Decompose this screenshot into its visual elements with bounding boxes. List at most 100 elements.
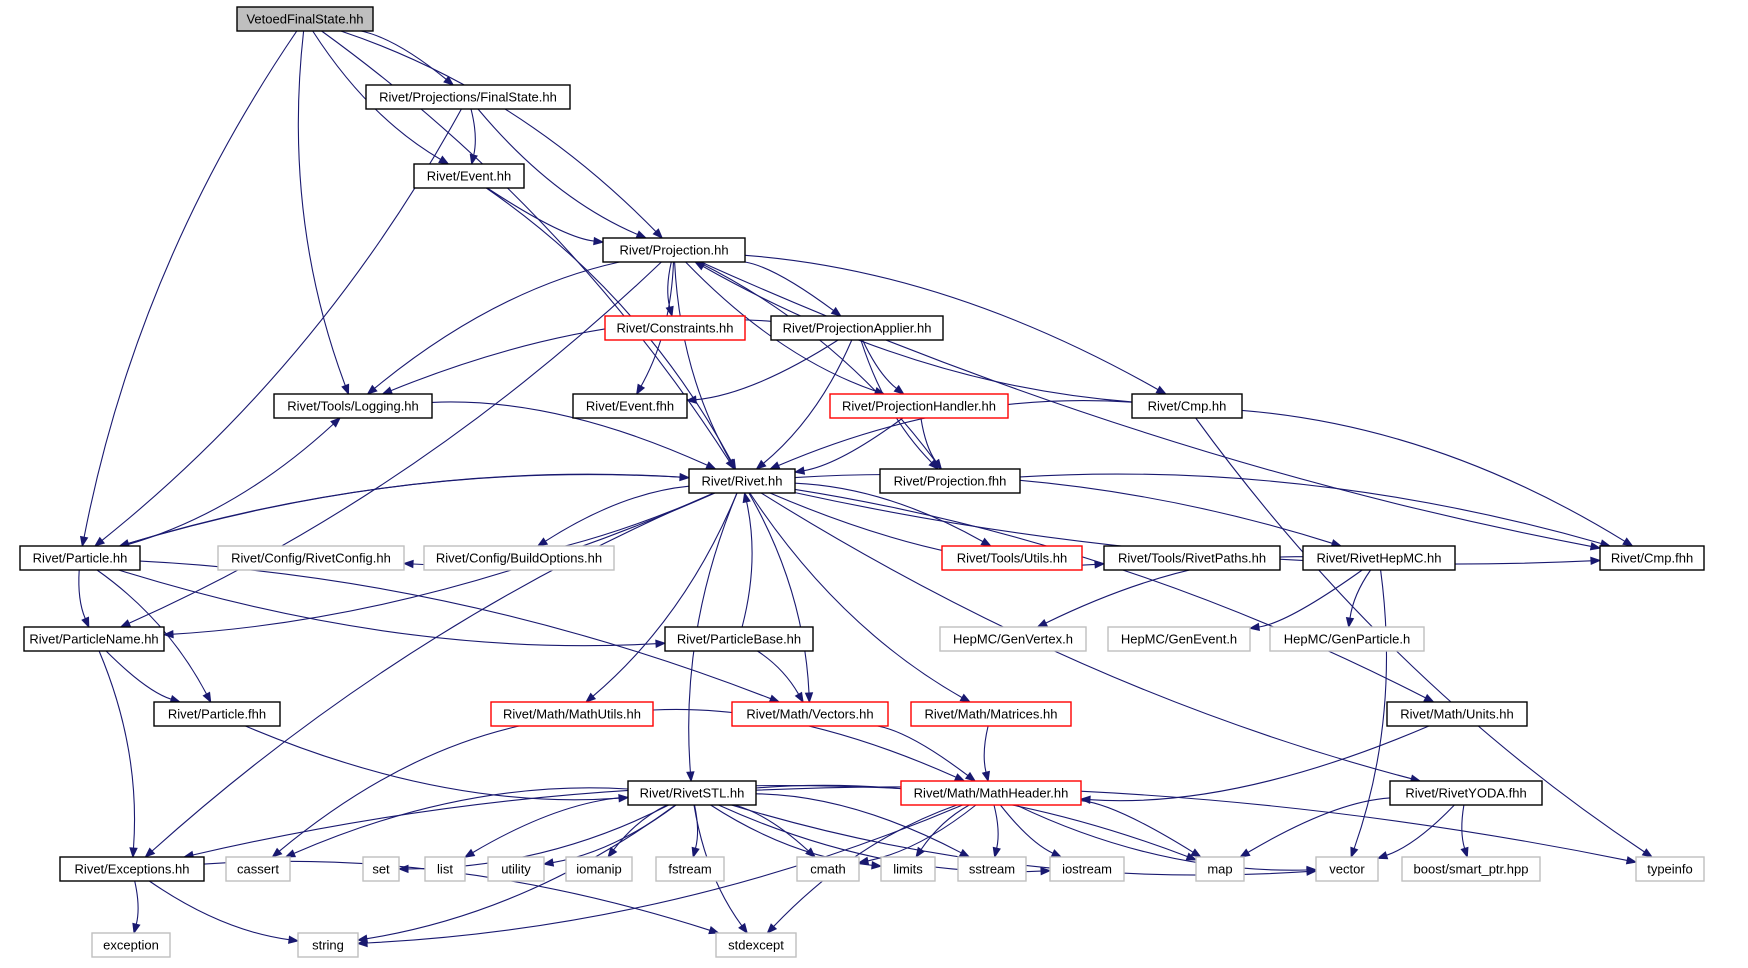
node-label: Rivet/Math/Vectors.hh <box>746 707 873 722</box>
node-rivet-cmp-hh[interactable]: Rivet/Cmp.hh <box>1131 393 1243 419</box>
node-box <box>1269 626 1425 652</box>
edge-line <box>1349 569 1372 619</box>
edge-line <box>119 473 681 547</box>
node-rivet-projections-finalstate-hh[interactable]: Rivet/Projections/FinalState.hh <box>365 84 571 110</box>
node-rivet-particle-hh[interactable]: Rivet/Particle.hh <box>19 545 141 571</box>
edge-cmphh-to-projectionhh <box>694 261 1133 403</box>
edge-line <box>83 30 298 538</box>
edge-rivethepmc-to-genparticle <box>1345 569 1372 629</box>
edge-arrowhead <box>1239 848 1251 858</box>
node-rivet-math-vectors-hh[interactable]: Rivet/Math/Vectors.hh <box>731 701 889 727</box>
node-rivet-cmp-fhh[interactable]: Rivet/Cmp.fhh <box>1599 545 1705 571</box>
node-label: fstream <box>668 862 711 877</box>
edge-line <box>545 485 690 542</box>
edge-rivethh-to-vectors <box>748 492 814 704</box>
node-rivet-math-units-hh[interactable]: Rivet/Math/Units.hh <box>1386 701 1528 727</box>
node-rivet-tools-utils-hh[interactable]: Rivet/Tools/Utils.hh <box>941 545 1083 571</box>
node-cassert: cassert <box>225 856 291 882</box>
node-box <box>572 393 688 419</box>
edge-line <box>192 785 902 856</box>
node-rivet-event-fhh[interactable]: Rivet/Event.fhh <box>572 393 688 419</box>
node-label: boost/smart_ptr.hpp <box>1414 862 1529 877</box>
edge-arrowhead <box>705 461 717 470</box>
node-label: Rivet/Tools/Logging.hh <box>287 399 419 414</box>
edge-arrowhead <box>655 639 667 648</box>
node-rivet-math-matrices-hh[interactable]: Rivet/Math/Matrices.hh <box>910 701 1072 727</box>
edge-mathheader-to-cmath <box>857 804 977 865</box>
node-box <box>731 701 889 727</box>
node-label: Rivet/Math/Matrices.hh <box>925 707 1058 722</box>
edge-arrowhead <box>162 629 174 639</box>
edge-arrowhead <box>132 922 141 935</box>
node-box <box>273 393 433 419</box>
edge-arrowhead <box>1345 616 1355 629</box>
edge-cmphh-to-typeinfo <box>1195 417 1654 858</box>
edge-rivethh-to-buildoptions <box>536 485 690 547</box>
edge-line <box>867 804 977 862</box>
edge-arrowhead <box>144 847 156 858</box>
node-label: iomanip <box>576 862 622 877</box>
edge-line <box>366 804 676 940</box>
edge-arrowhead <box>1185 852 1198 861</box>
node-rivet-projection-fhh[interactable]: Rivet/Projection.fhh <box>879 468 1021 494</box>
node-rivet-rivetstl-hh[interactable]: Rivet/RivetSTL.hh <box>627 780 757 806</box>
node-box <box>715 932 797 958</box>
node-rivet-projection-hh[interactable]: Rivet/Projection.hh <box>602 237 746 263</box>
node-rivet-rivetyoda-fhh[interactable]: Rivet/RivetYODA.fhh <box>1389 780 1543 806</box>
edge-arrowhead <box>366 384 378 395</box>
node-box <box>879 468 1021 494</box>
node-rivet-projectionhandler-hh[interactable]: Rivet/ProjectionHandler.hh <box>829 393 1009 419</box>
node-rivet-particlebase-hh[interactable]: Rivet/ParticleBase.hh <box>664 626 814 652</box>
edge-finalstate-to-particlehh <box>93 108 462 547</box>
edge-line <box>245 725 620 801</box>
node-rivet-rivet-hh[interactable]: Rivet/Rivet.hh <box>688 468 796 494</box>
node-label: Rivet/ParticleName.hh <box>29 632 158 647</box>
edge-arrowhead <box>980 537 992 547</box>
edge-arrowhead <box>635 230 648 239</box>
edge-eventhh-to-projectionhh <box>486 187 605 246</box>
edge-line <box>1080 800 1194 853</box>
node-rivet-tools-rivetpaths-hh[interactable]: Rivet/Tools/RivetPaths.hh <box>1103 545 1281 571</box>
node-iostream: iostream <box>1049 856 1125 882</box>
node-rivet-math-mathheader-hh[interactable]: Rivet/Math/MathHeader.hh <box>900 780 1082 806</box>
edge-rivethh-to-utils <box>794 482 992 547</box>
node-rivet-event-hh[interactable]: Rivet/Event.hh <box>413 163 525 189</box>
edge-line <box>794 488 1426 699</box>
edge-arrowhead <box>871 861 883 870</box>
node-box <box>362 856 400 882</box>
node-rivet-math-mathutils-hh[interactable]: Rivet/Math/MathUtils.hh <box>490 701 654 727</box>
edge-line <box>148 880 290 941</box>
edge-line <box>374 261 620 389</box>
edge-cmphh-to-cmpfhh <box>1241 409 1634 547</box>
node-box <box>796 856 860 882</box>
edge-line <box>920 804 970 850</box>
node-rivet-projectionapplier-hh[interactable]: Rivet/ProjectionApplier.hh <box>770 315 944 341</box>
node-box <box>910 701 1072 727</box>
edge-line <box>983 725 989 773</box>
node-rivet-exceptions-hh[interactable]: Rivet/Exceptions.hh <box>59 856 205 882</box>
edge-line <box>803 417 904 472</box>
edge-mathheader-to-map <box>1080 800 1202 858</box>
edge-exceptions-to-string <box>148 880 300 944</box>
edge-line <box>697 261 937 463</box>
node-box <box>1195 856 1245 882</box>
edge-arrowhead <box>1155 385 1167 395</box>
node-rivet-particle-fhh[interactable]: Rivet/Particle.fhh <box>153 701 281 727</box>
edge-arrowhead <box>1350 846 1359 859</box>
edge-arrowhead <box>607 846 618 859</box>
node-box <box>19 545 141 571</box>
node-rivet-constraints-hh[interactable]: Rivet/Constraints.hh <box>604 315 746 341</box>
node-rivet-rivethepmc-hh[interactable]: Rivet/RivetHepMC.hh <box>1302 545 1456 571</box>
node-label: Rivet/Projection.fhh <box>894 474 1007 489</box>
node-rivet-tools-logging-hh[interactable]: Rivet/Tools/Logging.hh <box>273 393 433 419</box>
node-rivet-particlename-hh[interactable]: Rivet/ParticleName.hh <box>23 626 165 652</box>
edge-line <box>741 501 753 628</box>
node-utility: utility <box>487 856 545 882</box>
node-box <box>1131 393 1243 419</box>
node-iomanip: iomanip <box>565 856 633 882</box>
edge-particlehh-to-logging <box>122 417 342 547</box>
edge-projectionhh-to-rivethh <box>674 261 736 471</box>
edge-line <box>1195 417 1645 853</box>
edge-arrowhead <box>341 383 350 396</box>
edge-arrowhead <box>593 236 605 246</box>
